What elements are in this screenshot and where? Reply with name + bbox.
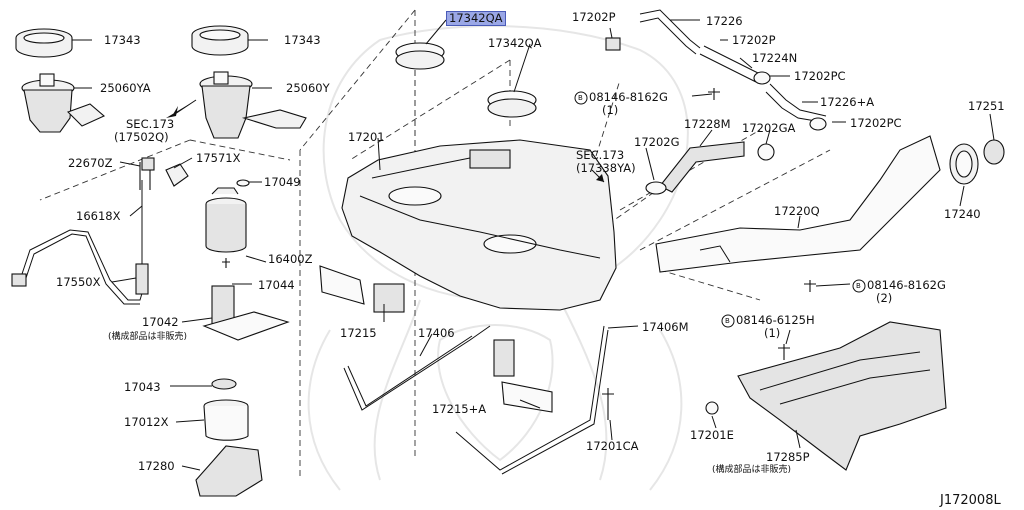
label-17202p-b[interactable]: 17202P xyxy=(732,33,776,47)
label-17201e[interactable]: 17201E xyxy=(690,428,734,442)
label-16400z[interactable]: 16400Z xyxy=(268,252,313,266)
label-bolt-qty-a: (1) xyxy=(602,103,619,117)
sec-arrow-a xyxy=(166,99,197,118)
label-17343-a[interactable]: 17343 xyxy=(104,33,141,47)
leader-lines xyxy=(72,19,995,471)
filler-tube-17220q xyxy=(655,135,941,273)
label-17550x[interactable]: 17550X xyxy=(56,275,101,289)
label-17042[interactable]: 17042 xyxy=(142,315,179,329)
filler-hose-17228m xyxy=(659,141,745,193)
fuel-pump-lock-ring-a xyxy=(15,28,73,58)
label-17224n[interactable]: 17224N xyxy=(752,51,798,65)
label-17343-b[interactable]: 17343 xyxy=(284,33,321,47)
circle-b-a: B xyxy=(578,94,583,102)
label-17406m[interactable]: 17406M xyxy=(642,320,689,334)
vent-tube-17226a xyxy=(765,83,827,123)
label-17049[interactable]: 17049 xyxy=(264,175,301,189)
filler-neck-17240 xyxy=(949,143,979,185)
label-17342qa[interactable]: 17342QA xyxy=(488,36,542,50)
fuel-filter-assembly xyxy=(139,157,250,268)
lock-ring-17342qa-a xyxy=(395,42,445,70)
label-25060ya[interactable]: 25060YA xyxy=(100,81,151,95)
fuel-level-sender-unit xyxy=(21,73,106,133)
label-16618x[interactable]: 16618X xyxy=(76,209,121,223)
hose-clamps xyxy=(645,71,827,195)
vent-hose-17224n xyxy=(699,45,761,83)
label-17202ga[interactable]: 17202GA xyxy=(742,121,796,135)
label-bolt-qty-b: (2) xyxy=(876,291,893,305)
label-sec173-a-sub: (17502Q) xyxy=(114,130,169,144)
fuel-pump-17042 xyxy=(202,285,290,341)
circle-b-b: B xyxy=(856,282,861,290)
label-17342qa-highlighted[interactable]: 17342QA xyxy=(446,11,506,26)
label-not-sold-b: (構成部品は非販売) xyxy=(712,465,792,475)
label-bolt-08146-6125h[interactable]: 08146-6125H xyxy=(736,313,815,327)
label-22670z[interactable]: 22670Z xyxy=(68,156,113,170)
label-sec173-b-sub: (17338YA) xyxy=(576,161,636,175)
label-bolt-08146-8162g-b[interactable]: 08146-8162G xyxy=(867,278,946,292)
label-17202pc-b[interactable]: 17202PC xyxy=(850,116,902,130)
tank-strap-17406m xyxy=(455,325,609,475)
label-17202p-a[interactable]: 17202P xyxy=(572,10,616,24)
label-17228m[interactable]: 17228M xyxy=(684,117,731,131)
reservoir-cup-set xyxy=(195,378,263,497)
tank-bracket-17215a xyxy=(493,339,553,413)
bolts-right xyxy=(705,88,816,415)
label-bolt-08146-8162g-a[interactable]: 08146-8162G xyxy=(589,90,668,104)
label-17226[interactable]: 17226 xyxy=(706,14,743,28)
label-17201[interactable]: 17201 xyxy=(348,130,385,144)
tank-strap-17406 xyxy=(343,325,491,411)
protector-17285p xyxy=(737,321,947,471)
vent-tube-17226 xyxy=(605,9,701,55)
label-17406[interactable]: 17406 xyxy=(418,326,455,340)
label-sec173-a[interactable]: SEC.173 xyxy=(126,117,175,131)
label-17280[interactable]: 17280 xyxy=(138,459,175,473)
fuel-tank-17201 xyxy=(341,139,617,311)
label-17202g[interactable]: 17202G xyxy=(634,135,680,149)
label-17571x[interactable]: 17571X xyxy=(196,151,241,165)
circle-b-c: B xyxy=(725,317,730,325)
sec-arrow-b xyxy=(591,169,605,183)
label-17215a[interactable]: 17215+A xyxy=(432,402,487,416)
label-17202pc-a[interactable]: 17202PC xyxy=(794,69,846,83)
lock-ring-17342qa-b xyxy=(487,90,537,118)
circle-b-markers xyxy=(574,91,866,328)
label-17251[interactable]: 17251 xyxy=(968,99,1005,113)
label-17226a[interactable]: 17226+A xyxy=(820,95,875,109)
fuel-hose-17550x xyxy=(11,180,149,305)
label-17240[interactable]: 17240 xyxy=(944,207,981,221)
label-17012x[interactable]: 17012X xyxy=(124,415,169,429)
fuel-cap-17251 xyxy=(983,139,1005,165)
label-17285p[interactable]: 17285P xyxy=(766,450,810,464)
label-17215[interactable]: 17215 xyxy=(340,326,377,340)
label-25060y[interactable]: 25060Y xyxy=(286,81,330,95)
label-bolt-qty-c: (1) xyxy=(764,326,781,340)
label-17044[interactable]: 17044 xyxy=(258,278,295,292)
label-sec173-b[interactable]: SEC.173 xyxy=(576,148,625,162)
fuel-pump-assembly xyxy=(199,71,307,139)
bolt-17201ca xyxy=(602,388,614,420)
label-17043[interactable]: 17043 xyxy=(124,380,161,394)
diagram-id: J172008L xyxy=(940,493,1001,508)
label-17201ca[interactable]: 17201CA xyxy=(586,439,639,453)
fuel-pump-lock-ring-b xyxy=(191,25,249,56)
tank-bracket-17215 xyxy=(319,265,405,313)
label-17220q[interactable]: 17220Q xyxy=(774,204,820,218)
label-not-sold-a: (構成部品は非販売) xyxy=(108,332,188,342)
